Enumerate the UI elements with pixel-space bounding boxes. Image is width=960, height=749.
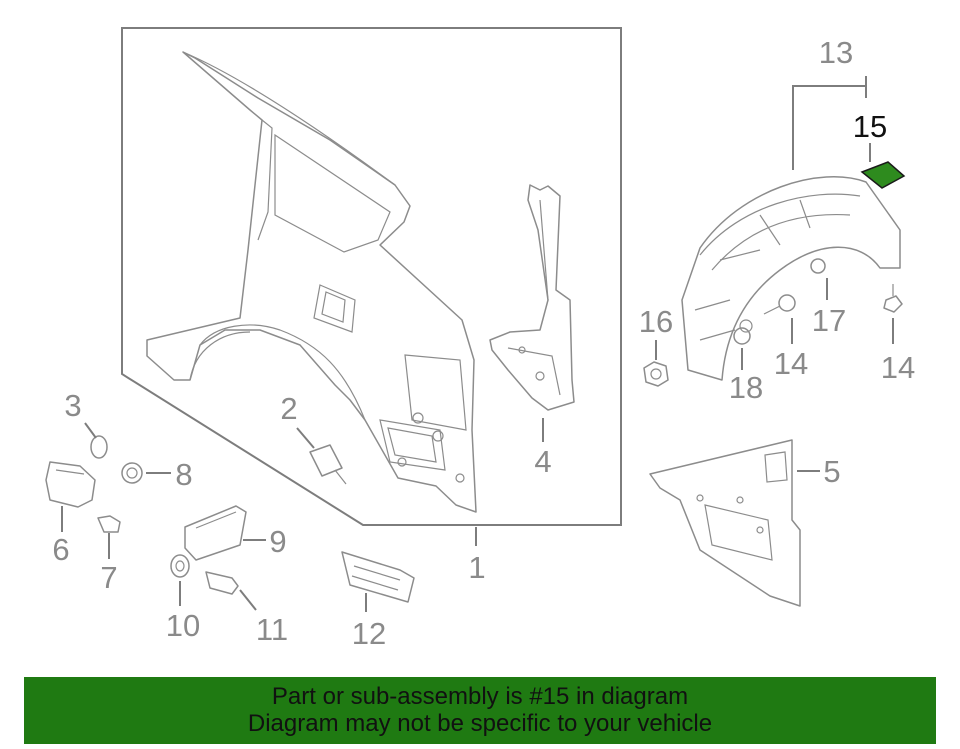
clip-part-15-highlighted [860,161,906,189]
banner-line-2: Diagram may not be specific to your vehi… [247,710,713,737]
callout-14b: 14 [881,350,915,385]
bolt-part-14a [763,294,796,315]
callout-7: 7 [100,560,117,595]
callout-2: 2 [280,391,297,426]
callout-13: 13 [819,35,853,70]
callout-8: 8 [175,457,192,492]
callout-3: 3 [64,388,81,423]
vent-part-12 [341,551,415,603]
info-banner: Part or sub-assembly is #15 in diagram D… [24,677,936,744]
callout-6: 6 [52,532,69,567]
housing-part-9 [184,505,247,561]
callout-4: 4 [534,444,551,479]
callout-12: 12 [352,616,386,651]
inner-panel-part-5 [649,439,801,607]
callout-17: 17 [812,303,846,338]
callout-14a: 14 [774,346,808,381]
bolt-part-14b [883,284,903,313]
callout-9: 9 [269,524,286,559]
o-ring-part-3 [90,435,108,459]
callout-15: 15 [853,109,887,144]
exploded-parts-diagram: 1 2 3 4 5 6 7 8 9 10 11 12 13 14 14 15 1… [45,27,915,651]
nut-part-16 [643,361,669,387]
clip-part-7 [97,515,121,533]
callout-10: 10 [166,608,200,643]
wheelhouse-liner-part-13 [681,176,901,381]
banner-line-1: Part or sub-assembly is #15 in diagram [271,683,689,710]
bracket-part-2 [309,444,347,485]
callout-18: 18 [729,370,763,405]
screw-part-18 [733,319,753,345]
plug-part-17 [810,258,826,274]
grommet-part-10 [170,554,190,578]
pillar-reinforcement-part [489,184,575,411]
assembly-frame [121,27,622,526]
callout-1: 1 [468,550,485,585]
callout-5: 5 [823,454,840,489]
fuel-door-part-6 [45,461,96,508]
bumper-part-8 [121,462,143,484]
actuator-part-11 [205,571,239,595]
callout-11: 11 [256,612,288,647]
quarter-panel-part [146,51,477,513]
leader-lines [61,76,894,612]
callout-16: 16 [639,304,673,339]
